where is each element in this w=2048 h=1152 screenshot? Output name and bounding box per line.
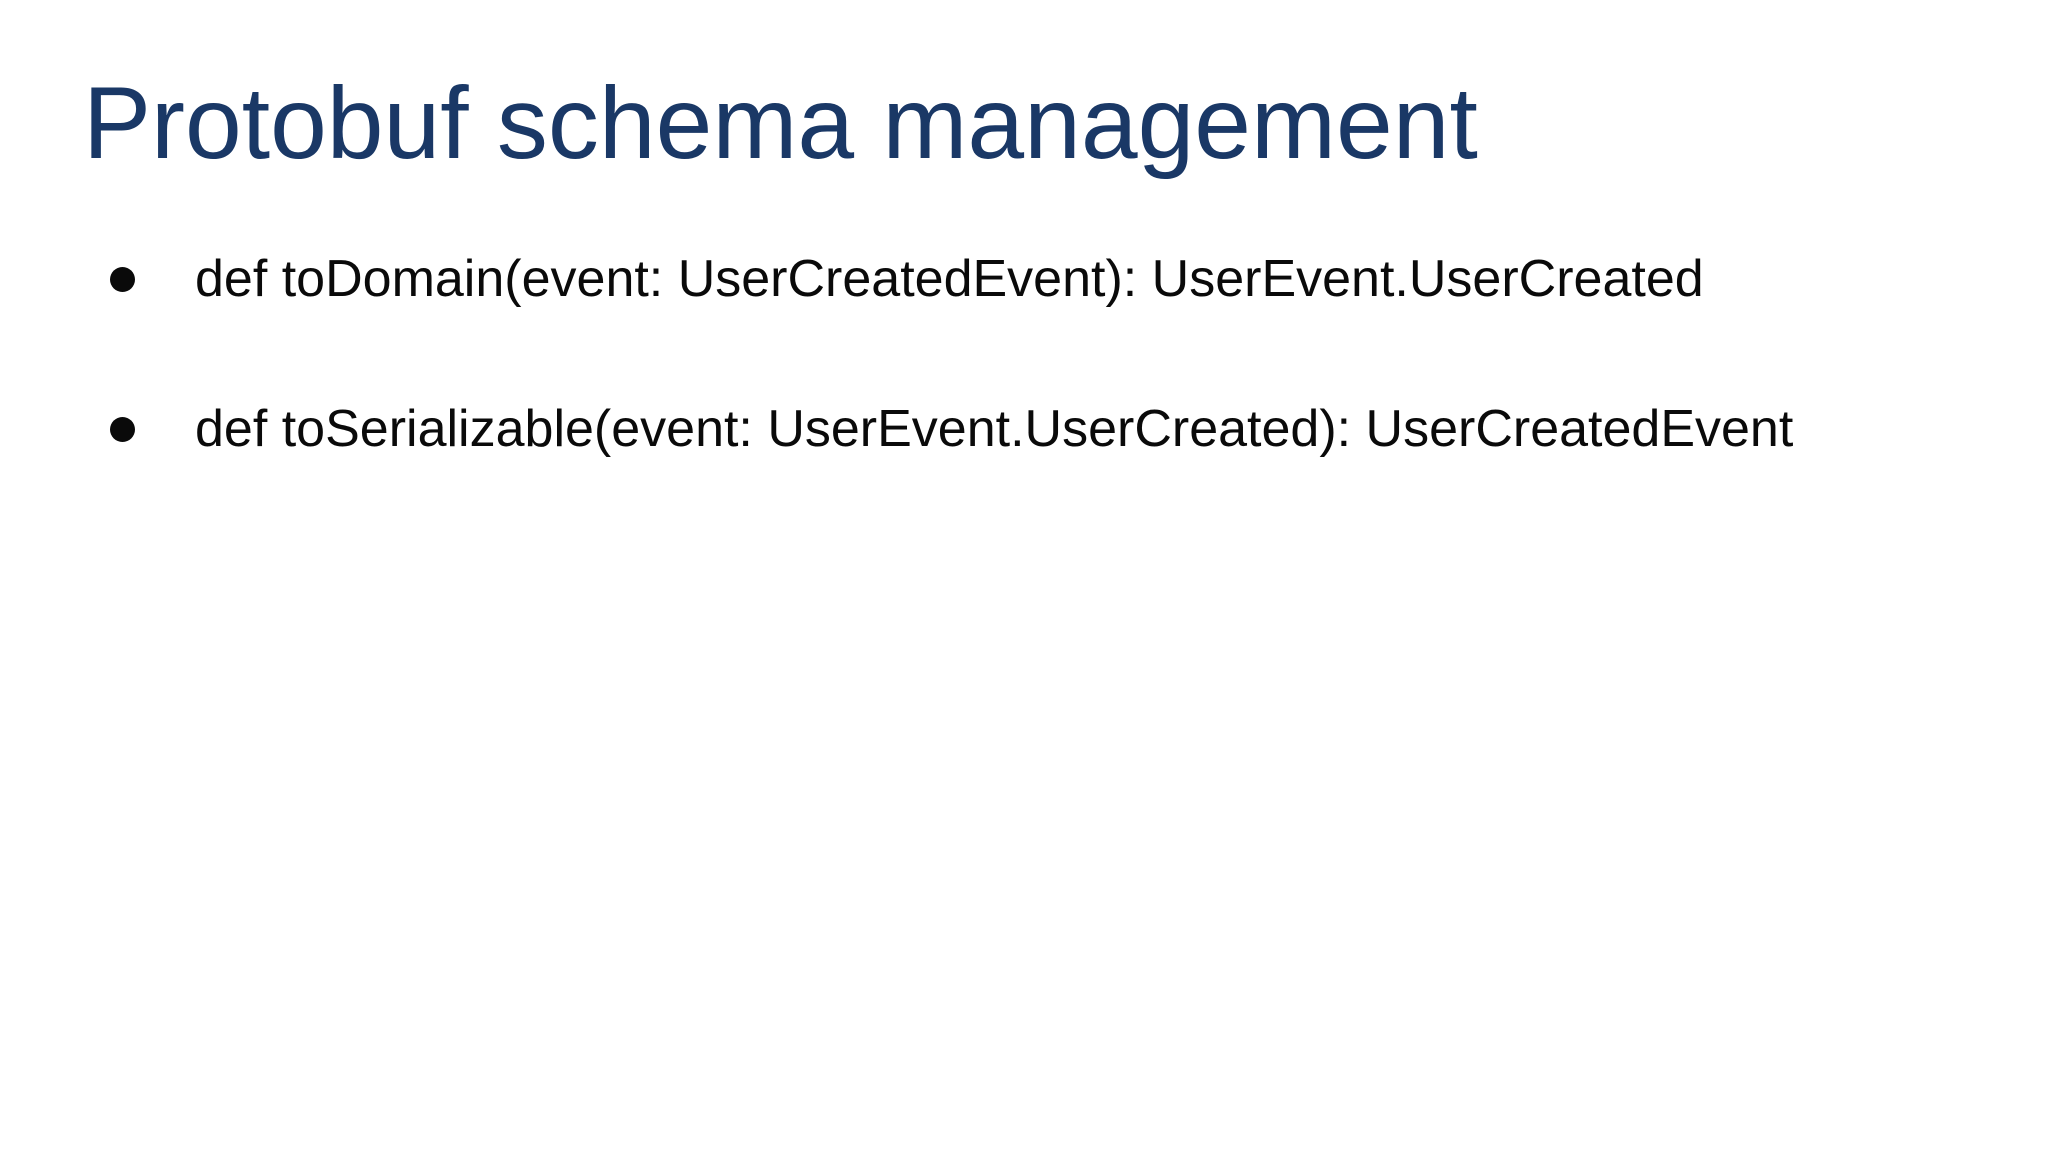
list-item: def toDomain(event: UserCreatedEvent): U…: [110, 253, 1704, 305]
bullet-dot-icon: [110, 267, 135, 292]
page-title: Protobuf schema management: [83, 66, 1478, 180]
bullet-text-toserializable: def toSerializable(event: UserEvent.User…: [195, 400, 1794, 458]
bullet-text-todomain: def toDomain(event: UserCreatedEvent): U…: [195, 250, 1704, 308]
bullet-dot-icon: [110, 417, 135, 442]
list-item: def toSerializable(event: UserEvent.User…: [110, 403, 1793, 455]
